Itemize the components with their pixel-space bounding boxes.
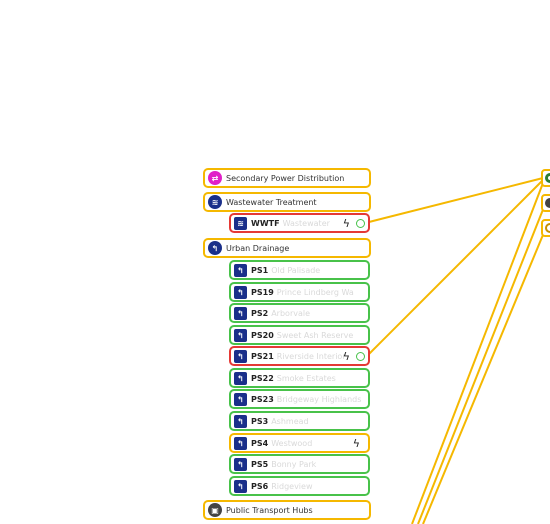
pump-station-icon: ↰ — [234, 263, 247, 277]
station-ps6[interactable]: ↰ PS6 Ridgeview — [229, 476, 370, 496]
station-ps4[interactable]: ↰ PS4 Westwood ϟ — [229, 433, 370, 453]
group-label: Secondary Power Distribution — [226, 173, 345, 183]
station-name: Bridgeway Highlands — [276, 394, 362, 404]
connection-ring-icon — [356, 219, 365, 228]
connector-ps21 — [368, 179, 544, 355]
status-ring-icon — [545, 198, 550, 208]
lightning-bolt-icon: ϟ — [342, 217, 350, 230]
group-label: Public Transport Hubs — [226, 505, 313, 515]
group-label: Urban Drainage — [226, 243, 290, 253]
bus-icon: ▣ — [208, 503, 222, 517]
station-ps3[interactable]: ↰ PS3 Ashmead — [229, 411, 370, 431]
status-ring-icon — [545, 223, 550, 233]
pump-station-icon: ↰ — [234, 285, 247, 299]
group-wastewater-treatment[interactable]: ≋ Wastewater Treatment — [203, 192, 371, 212]
station-code: PS19 — [251, 287, 274, 297]
station-ps20[interactable]: ↰ PS20 Sweet Ash Reserve — [229, 325, 370, 345]
connection-ring-icon — [356, 352, 365, 361]
station-ps23[interactable]: ↰ PS23 Bridgeway Highlands — [229, 389, 370, 409]
station-name: Ashmead — [271, 416, 309, 426]
pump-station-icon: ↰ — [234, 306, 247, 320]
station-name: Riverside Interior — [276, 351, 346, 361]
group-urban-drainage[interactable]: ↰ Urban Drainage — [203, 238, 371, 258]
station-name: Smoke Estates — [276, 373, 336, 383]
drainage-pump-icon: ↰ — [208, 241, 222, 255]
pump-station-icon: ↰ — [234, 392, 247, 406]
station-ps2[interactable]: ↰ PS2 Arborvale — [229, 303, 370, 323]
lightning-bolt-icon: ϟ — [342, 350, 350, 363]
connector-down-3 — [422, 229, 546, 524]
station-name: Arborvale — [271, 308, 311, 318]
connector-wwtf — [368, 177, 544, 223]
remote-node-1[interactable] — [541, 169, 550, 187]
remote-node-3[interactable] — [541, 219, 550, 237]
station-name: Westwood — [271, 438, 313, 448]
station-name: Wastewater — [282, 218, 330, 228]
station-ps19[interactable]: ↰ PS19 Prince Lindberg Wa — [229, 282, 370, 302]
pump-station-icon: ↰ — [234, 371, 247, 385]
treatment-plant-icon: ≋ — [208, 195, 222, 209]
pump-station-icon: ↰ — [234, 436, 247, 450]
station-code: PS3 — [251, 416, 269, 426]
group-label: Wastewater Treatment — [226, 197, 317, 207]
station-ps22[interactable]: ↰ PS22 Smoke Estates — [229, 368, 370, 388]
station-ps5[interactable]: ↰ PS5 Bonny Park — [229, 454, 370, 474]
station-code: PS23 — [251, 394, 274, 404]
station-name: Old Palisade — [271, 265, 321, 275]
remote-node-2[interactable] — [541, 194, 550, 212]
pump-station-icon: ↰ — [234, 457, 247, 471]
station-name: Ridgeview — [271, 481, 313, 491]
status-ring-icon — [545, 173, 550, 183]
connector-down-2 — [417, 206, 545, 524]
station-code: PS5 — [251, 459, 269, 469]
station-name: Bonny Park — [271, 459, 317, 469]
station-code: PS21 — [251, 351, 274, 361]
station-code: PS20 — [251, 330, 274, 340]
station-name: Prince Lindberg Wa — [276, 287, 354, 297]
station-code: WWTF — [251, 218, 280, 228]
power-plug-icon: ⇄ — [208, 171, 222, 185]
pump-station-icon: ↰ — [234, 328, 247, 342]
station-code: PS6 — [251, 481, 269, 491]
station-code: PS2 — [251, 308, 269, 318]
treatment-plant-icon: ≋ — [234, 216, 247, 230]
station-code: PS4 — [251, 438, 269, 448]
group-public-transport-hubs[interactable]: ▣ Public Transport Hubs — [203, 500, 371, 520]
pump-station-icon: ↰ — [234, 414, 247, 428]
station-code: PS1 — [251, 265, 269, 275]
group-secondary-power-distribution[interactable]: ⇄ Secondary Power Distribution — [203, 168, 371, 188]
station-code: PS22 — [251, 373, 274, 383]
lightning-bolt-icon: ϟ — [352, 437, 360, 450]
station-ps21[interactable]: ↰ PS21 Riverside Interior ϟ — [229, 346, 370, 366]
connector-down-1 — [411, 182, 544, 524]
station-ps1[interactable]: ↰ PS1 Old Palisade — [229, 260, 370, 280]
pump-station-icon: ↰ — [234, 349, 247, 363]
station-name: Sweet Ash Reserve — [276, 330, 354, 340]
pump-station-icon: ↰ — [234, 479, 247, 493]
station-wwtf[interactable]: ≋ WWTF Wastewater ϟ — [229, 213, 370, 233]
